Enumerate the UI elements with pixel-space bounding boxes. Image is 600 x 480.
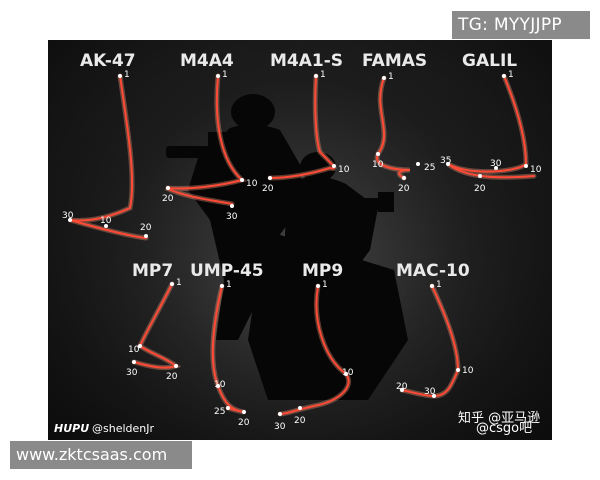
footer-url-watermark: www.zktcsaas.com bbox=[10, 441, 192, 469]
shot-label-famas: 1 bbox=[388, 72, 394, 82]
shot-marker-ak47 bbox=[68, 218, 72, 222]
shot-label-mp9: 20 bbox=[294, 416, 306, 426]
shot-marker-mp7 bbox=[174, 364, 178, 368]
shot-label-famas: 20 bbox=[398, 184, 410, 194]
shot-label-famas: 25 bbox=[424, 163, 435, 173]
credit-handle: @sheldenJr bbox=[92, 422, 154, 435]
shot-label-mac10: 1 bbox=[436, 280, 442, 290]
shot-label-mp7: 1 bbox=[176, 278, 182, 288]
zhihu-watermark: 知乎 @亚马逊 bbox=[458, 410, 540, 426]
shot-marker-m4a4 bbox=[216, 74, 220, 78]
shot-marker-galil bbox=[524, 164, 528, 168]
shot-label-ump45: 20 bbox=[238, 418, 250, 428]
shot-marker-m4a1s bbox=[268, 176, 272, 180]
shot-label-famas: 10 bbox=[372, 160, 384, 170]
spray-path-famas bbox=[376, 77, 411, 179]
shot-marker-mp9 bbox=[298, 406, 302, 410]
shot-marker-m4a1s bbox=[332, 164, 336, 168]
weapon-name-m4a4: M4A4 bbox=[180, 51, 234, 71]
shot-label-mac10: 10 bbox=[462, 366, 474, 376]
shot-marker-mp7 bbox=[170, 282, 174, 286]
hupu-logo: HUPU bbox=[54, 422, 89, 435]
spray-path-ump45 bbox=[211, 285, 245, 413]
shot-label-m4a4: 1 bbox=[222, 70, 228, 80]
shot-marker-mp9 bbox=[316, 284, 320, 288]
shot-label-ump45: 1 bbox=[226, 280, 232, 290]
spray-pattern-card: 1 30 10 20 1 10 20 30 1 10 20 1 10 25 20 1 35 30 10 20 1 10 30… bbox=[48, 40, 552, 440]
shot-marker-mac10 bbox=[400, 388, 404, 392]
shot-marker-m4a1s bbox=[314, 74, 318, 78]
shot-label-m4a1s: 10 bbox=[338, 165, 350, 175]
shot-marker-ak47 bbox=[144, 234, 148, 238]
shot-label-m4a1s: 20 bbox=[262, 184, 274, 194]
csgo-watermark: @csgo吧 bbox=[476, 421, 532, 436]
shot-marker-m4a4 bbox=[230, 204, 234, 208]
shot-label-galil: 1 bbox=[508, 70, 514, 80]
shot-marker-ump45 bbox=[226, 406, 230, 410]
shot-label-m4a1s: 1 bbox=[320, 70, 326, 80]
spray-pattern-canvas: 1 30 10 20 1 10 20 30 1 10 20 1 10 25 20 1 35 30 10 20 1 10 30… bbox=[48, 40, 552, 440]
tg-badge: TG: MYYJJPP bbox=[452, 11, 590, 39]
shot-marker-mp9 bbox=[278, 412, 282, 416]
shot-marker-ak47 bbox=[118, 74, 122, 78]
weapon-name-mp9: MP9 bbox=[302, 261, 343, 281]
shot-label-galil: 35 bbox=[440, 156, 451, 166]
shot-marker-galil bbox=[446, 162, 450, 166]
shot-marker-mac10 bbox=[430, 284, 434, 288]
shot-marker-m4a4 bbox=[166, 186, 170, 190]
shot-marker-galil bbox=[502, 74, 506, 78]
shot-label-mp9: 10 bbox=[342, 368, 354, 378]
shot-marker-famas bbox=[376, 152, 380, 156]
shot-label-mp7: 10 bbox=[128, 345, 140, 355]
weapon-name-ump45: UMP-45 bbox=[190, 261, 264, 281]
shot-marker-ump45 bbox=[216, 384, 220, 388]
shot-label-galil: 20 bbox=[474, 184, 486, 194]
spray-path-mp7 bbox=[133, 283, 179, 369]
shot-label-ak47: 30 bbox=[62, 211, 74, 221]
spray-path-mac10 bbox=[401, 285, 460, 398]
shot-label-m4a4: 20 bbox=[162, 194, 174, 204]
shot-label-mac10: 20 bbox=[396, 382, 408, 392]
shot-marker-galil bbox=[478, 174, 482, 178]
shot-label-ak47: 1 bbox=[124, 70, 130, 80]
weapon-name-mp7: MP7 bbox=[132, 261, 173, 281]
shot-marker-galil bbox=[494, 166, 498, 170]
shot-label-galil: 30 bbox=[490, 159, 502, 169]
shot-marker-mac10 bbox=[456, 368, 460, 372]
spray-path-galil bbox=[447, 75, 535, 179]
shot-label-m4a4: 30 bbox=[226, 212, 238, 222]
shot-marker-ump45 bbox=[242, 410, 246, 414]
shot-marker-m4a4 bbox=[240, 178, 244, 182]
shot-marker-ak47 bbox=[104, 224, 108, 228]
shot-label-galil: 10 bbox=[530, 165, 542, 175]
shot-marker-mp7 bbox=[138, 344, 142, 348]
shot-label-ump45: 10 bbox=[214, 380, 226, 390]
weapon-name-galil: GALIL bbox=[462, 51, 517, 71]
shot-label-mp7: 20 bbox=[166, 372, 178, 382]
shot-label-m4a4: 10 bbox=[246, 179, 258, 189]
weapon-name-m4a1s: M4A1-S bbox=[270, 51, 343, 71]
weapon-name-ak47: AK-47 bbox=[80, 51, 136, 71]
shot-marker-ump45 bbox=[220, 284, 224, 288]
spray-path-ak47 bbox=[69, 75, 147, 239]
shot-label-mp7: 30 bbox=[126, 368, 138, 378]
spray-path-m4a4 bbox=[165, 75, 245, 205]
shot-marker-famas bbox=[382, 76, 386, 80]
shot-label-ak47: 10 bbox=[100, 216, 112, 226]
shot-marker-famas bbox=[416, 162, 420, 166]
spray-path-m4a1s bbox=[269, 75, 336, 179]
shot-label-mac10: 30 bbox=[424, 387, 436, 397]
shot-marker-mp9 bbox=[344, 372, 348, 376]
shot-marker-mac10 bbox=[432, 394, 436, 398]
shot-marker-famas bbox=[402, 176, 406, 180]
shot-label-ump45: 25 bbox=[214, 407, 225, 417]
spray-path-mp9 bbox=[279, 285, 350, 415]
weapon-name-famas: FAMAS bbox=[362, 51, 427, 71]
shot-label-ak47: 20 bbox=[140, 223, 152, 233]
shot-marker-mp7 bbox=[132, 360, 136, 364]
shot-label-mp9: 1 bbox=[322, 280, 328, 290]
shot-label-mp9: 30 bbox=[274, 422, 286, 432]
weapon-name-mac10: MAC-10 bbox=[396, 261, 470, 281]
